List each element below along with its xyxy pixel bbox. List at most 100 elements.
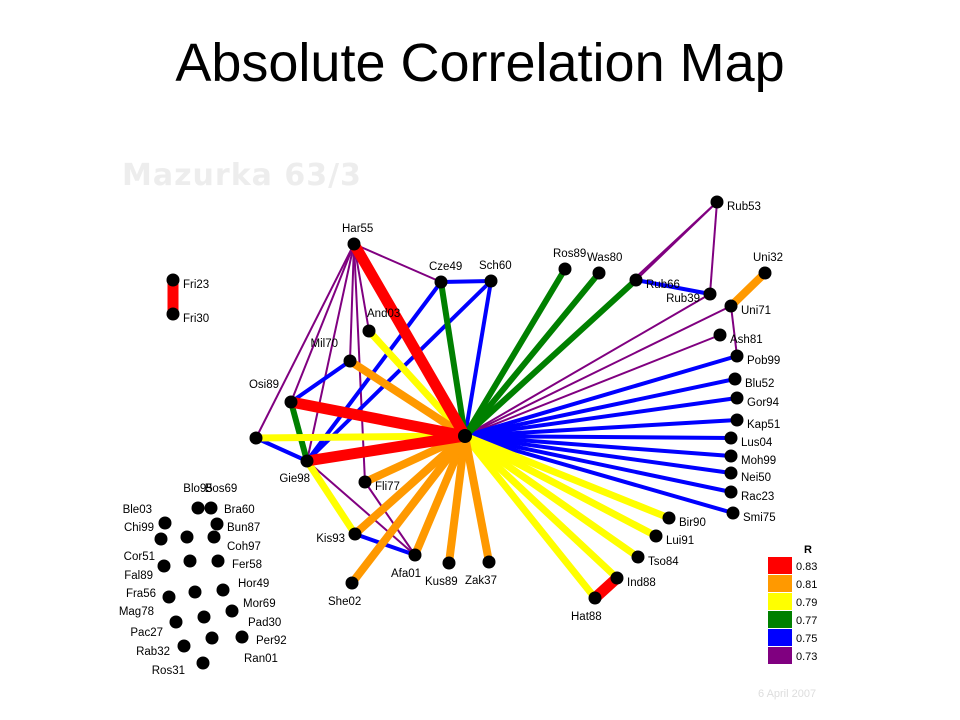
legend-swatch-0 [768, 557, 792, 574]
node-label-fal89: Fal89 [124, 570, 153, 582]
legend-items: 0.830.810.790.770.750.73 [768, 557, 817, 664]
node-fri23 [166, 273, 180, 287]
node-label-gor94: Gor94 [747, 397, 780, 409]
node-har55 [347, 237, 361, 251]
node-bos69 [204, 501, 218, 515]
node-label-afa01: Afa01 [391, 568, 421, 580]
node-ble03 [158, 516, 172, 530]
node-label-rub66: Rub66 [646, 279, 680, 291]
node-label-sch60: Sch60 [479, 260, 512, 272]
node-label-ble03: Ble03 [123, 504, 152, 516]
edge-rub53-rub39 [709, 201, 718, 295]
edge-center-uni71 [464, 305, 732, 437]
node-label-har55: Har55 [342, 223, 373, 235]
edge-center-zak37 [461, 435, 493, 563]
node-zak37 [482, 555, 496, 569]
edge-uni32-uni71 [728, 270, 768, 309]
node-label-hor49: Hor49 [238, 578, 269, 590]
edge-center-lus04 [464, 434, 732, 440]
edge-gie98-left [255, 436, 308, 463]
node-label-lui91: Lui91 [666, 535, 694, 547]
node-sch60 [484, 274, 498, 288]
node-label-per92: Per92 [256, 635, 287, 647]
edge-fli77-afa01 [364, 481, 416, 556]
node-label-mil70: Mil70 [311, 338, 338, 350]
edge-center-tso84 [462, 433, 641, 560]
node-cor51 [157, 559, 171, 573]
node-per92 [177, 639, 191, 653]
node-label-fri23: Fri23 [183, 279, 209, 291]
diagram-subtitle: Mazurka 63/3 [122, 158, 362, 193]
node-label-ind88: Ind88 [627, 577, 656, 589]
edge-center-mil70 [347, 357, 468, 440]
edge-center-gor94 [464, 396, 738, 438]
node-blo95 [191, 501, 205, 515]
node-hor49 [162, 590, 176, 604]
node-label-chi99: Chi99 [124, 522, 154, 534]
edge-center-har55 [349, 241, 470, 439]
node-fer58 [183, 554, 197, 568]
node-label-coh97: Coh97 [227, 541, 261, 553]
node-kis93 [348, 527, 362, 541]
node-osi89 [284, 395, 298, 409]
node-label-mag78: Mag78 [119, 606, 154, 618]
edge-center-kap51 [464, 418, 738, 438]
edge-rub66-rub39 [635, 278, 711, 296]
node-label-uni71: Uni71 [741, 305, 771, 317]
node-rub66 [629, 273, 643, 287]
edge-center-rac23 [464, 434, 732, 494]
edges-layer [167, 201, 768, 603]
node-label-pad30: Pad30 [248, 617, 281, 629]
node-label-bun87: Bun87 [227, 522, 260, 534]
legend-swatch-3 [768, 611, 792, 628]
node-rub53 [710, 195, 724, 209]
node-label-osi89: Osi89 [249, 379, 279, 391]
node-label-fra56: Fra56 [126, 588, 156, 600]
node-label-smi75: Smi75 [743, 512, 776, 524]
slide-title: Absolute Correlation Map [175, 33, 785, 93]
node-label-bra60: Bra60 [224, 504, 255, 516]
edge-center-kis93 [352, 433, 468, 537]
edge-center-ros89 [462, 267, 568, 438]
node-label-kis93: Kis93 [316, 533, 345, 545]
edge-center-nei50 [464, 434, 732, 475]
node-label-pob99: Pob99 [747, 355, 780, 367]
legend-label-3: 0.77 [796, 615, 817, 627]
node-label-zak37: Zak37 [465, 575, 497, 587]
node-hat88 [588, 591, 602, 605]
node-rab32 [205, 631, 219, 645]
node-label-fri30: Fri30 [183, 313, 209, 325]
node-was80 [592, 266, 606, 280]
node-chi99 [154, 532, 168, 546]
node-left [249, 431, 263, 445]
edge-center-pob99 [464, 354, 738, 438]
node-label-mor69: Mor69 [243, 598, 276, 610]
node-label-tso84: Tso84 [648, 556, 679, 568]
node-pad30 [197, 610, 211, 624]
node-ros31 [196, 656, 210, 670]
node-bun87 [180, 530, 194, 544]
node-kus89 [442, 556, 456, 570]
node-lus04 [724, 431, 738, 445]
edge-cze49-sch60 [440, 279, 492, 284]
node-blu52 [728, 372, 742, 386]
node-fli77 [358, 475, 372, 489]
node-uni71 [724, 299, 738, 313]
node-kap51 [730, 413, 744, 427]
node-label-rub53: Rub53 [727, 201, 761, 213]
node-fri30 [166, 307, 180, 321]
edge-center-ind88 [462, 433, 620, 581]
node-ind88 [610, 571, 624, 585]
legend: R 0.830.810.790.770.750.73 [768, 544, 817, 664]
node-label-was80: Was80 [587, 252, 622, 264]
node-fra56 [188, 585, 202, 599]
legend-label-2: 0.79 [796, 597, 817, 609]
edge-har55-cze49 [353, 243, 442, 283]
edge-center-sch60 [463, 280, 493, 437]
edge-center-cze49 [438, 281, 468, 437]
node-label-and03: And03 [367, 308, 400, 320]
edge-gie98-sch60 [305, 279, 493, 463]
node-label-ash81: Ash81 [730, 334, 763, 346]
